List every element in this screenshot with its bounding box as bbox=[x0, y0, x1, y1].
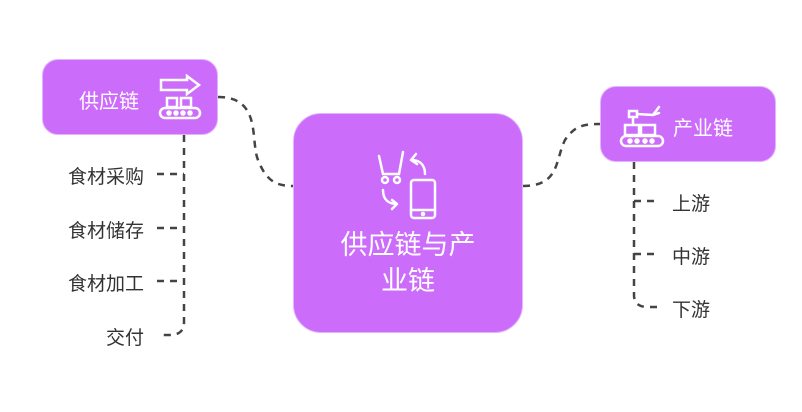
connector-center-right bbox=[522, 122, 601, 188]
left-item-processing[interactable]: 食材加工 bbox=[67, 273, 144, 295]
conveyor-arrow-icon bbox=[158, 74, 202, 120]
central-title-line2: 业链 bbox=[381, 266, 435, 297]
left-item-storage[interactable]: 食材储存 bbox=[67, 220, 144, 242]
connector-left-branch bbox=[160, 135, 186, 337]
connector-left-center bbox=[217, 95, 294, 188]
industry-chain-node[interactable]: 产业链 bbox=[600, 86, 776, 162]
industry-chain-label: 产业链 bbox=[673, 116, 733, 140]
left-item-delivery[interactable]: 交付 bbox=[105, 327, 144, 349]
cart-phone-exchange-icon bbox=[377, 150, 437, 220]
robot-arm-conveyor-icon bbox=[619, 105, 665, 148]
right-item-downstream[interactable]: 下游 bbox=[672, 299, 711, 321]
central-topic-node[interactable]: 供应链与产 业链 bbox=[293, 113, 523, 333]
supply-chain-label: 供应链 bbox=[79, 89, 139, 113]
supply-chain-node[interactable]: 供应链 bbox=[42, 59, 218, 135]
central-title-line1: 供应链与产 bbox=[340, 230, 476, 261]
right-item-upstream[interactable]: 上游 bbox=[672, 193, 711, 215]
connector-right-branch bbox=[632, 162, 660, 309]
right-item-midstream[interactable]: 中游 bbox=[672, 246, 711, 268]
left-item-procurement[interactable]: 食材采购 bbox=[67, 166, 144, 188]
